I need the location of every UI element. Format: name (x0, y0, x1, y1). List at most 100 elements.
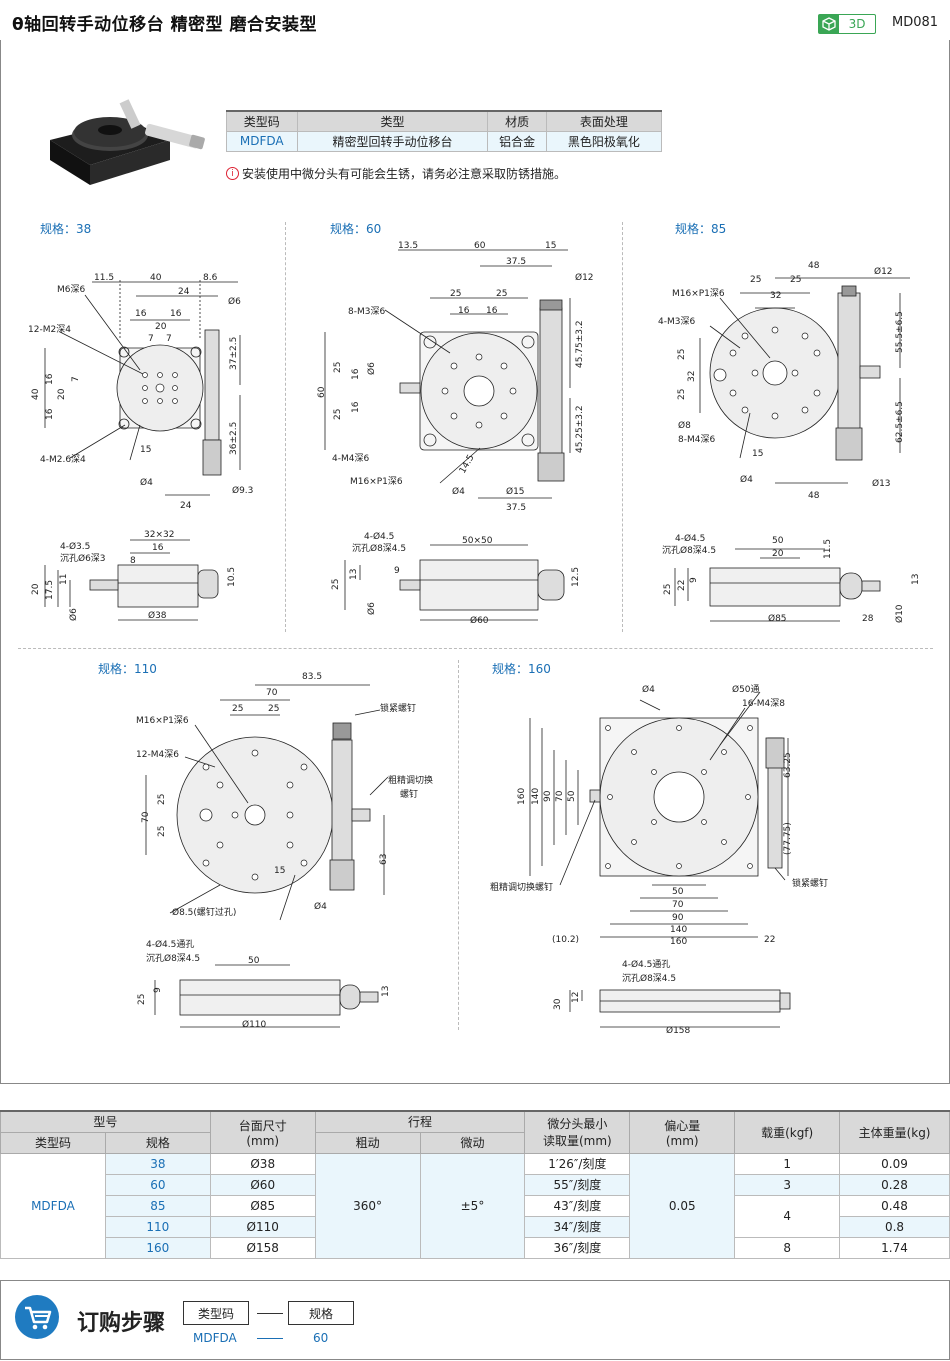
info-icon: i (226, 167, 239, 180)
cell-surface: 黑色阳极氧化 (545, 130, 663, 152)
cell-load: 3 (734, 1173, 841, 1196)
dim-85-l2: 25 (677, 389, 687, 400)
cell-weight: 0.09 (839, 1152, 950, 1175)
dim-110-adj2: 螺钉 (400, 789, 418, 800)
dim-110-adj1: 粗精调切换 (388, 774, 433, 786)
dim-60-c: 15 (545, 241, 556, 251)
dim-60-l4: 16 (351, 401, 361, 413)
dim-85-r2: 62.5±6.5 (895, 401, 905, 443)
cell-micro: 55″/刻度 (524, 1173, 631, 1196)
dim-38-m2: 12-M2深4 (28, 324, 71, 335)
table-row: MDFDA 精密型回转手动位移台 铝合金 黑色阳极氧化 (226, 130, 663, 152)
dim-38-c: 8.6 (203, 273, 218, 283)
dim-110-b: 70 (266, 688, 278, 698)
dim-85-phi4: Ø4 (740, 474, 753, 485)
order-title: 订购步骤 (77, 1311, 166, 1336)
dim-85s-h2: 沉孔Ø8深4.5 (662, 545, 716, 556)
dim-38-a15: 15 (140, 445, 151, 455)
cell-size: 110 (104, 1215, 211, 1238)
dim-60-a: 13.5 (398, 241, 418, 251)
product-photo (50, 99, 205, 185)
dim-85s-h1: 4-Ø4.5 (675, 533, 705, 544)
dim-160-l3: 70 (555, 790, 565, 802)
header-model: 型号 (0, 1110, 211, 1133)
dim-160-b1: 70 (672, 900, 684, 910)
divider (285, 222, 286, 632)
table-row: 110 Ø110 34″/刻度 0.8 (1, 1215, 950, 1238)
dim-38-l1: 16 (45, 373, 55, 385)
divider (18, 648, 933, 649)
dim-60s-v1: 13 (349, 569, 359, 580)
cell-load: 1 (734, 1152, 841, 1175)
cell-table: Ø110 (209, 1215, 316, 1238)
dim-60s-v0: 25 (331, 579, 341, 590)
dim-60-b375: 37.5 (506, 503, 526, 513)
3d-model-button[interactable]: 3D (818, 14, 876, 34)
dim-38s-d3: 8 (130, 556, 136, 566)
dim-85s-b: Ø85 (768, 613, 787, 624)
drawing-85-side: 4-Ø4.5 沉孔Ø8深4.5 50 20 25 22 9 11.5 13 Ø8… (662, 533, 921, 624)
order-connector (257, 1313, 283, 1314)
header-coarse: 粗动 (314, 1131, 421, 1154)
dim-60-d: 37.5 (506, 257, 526, 267)
cell-weight: 0.8 (839, 1215, 950, 1238)
dim-60-l3: 16 (351, 368, 361, 380)
dim-85s-r2: 13 (911, 574, 921, 585)
dim-160-phi50: Ø50通 (732, 684, 760, 695)
dim-38-b: 40 (150, 273, 162, 283)
dim-60-l1: 25 (333, 362, 343, 373)
cell-table: Ø85 (209, 1194, 316, 1217)
dim-85-m3: 4-M3深6 (658, 316, 695, 327)
dim-85s-d1: 50 (772, 536, 784, 546)
dim-60-r2: 45.25±3.2 (575, 405, 585, 453)
drawing-38-side: 4-Ø3.5 沉孔Ø6深3 32×32 16 8 20 17.5 11 10.5… (31, 530, 237, 621)
dim-60-l2: 25 (333, 409, 343, 420)
dim-160-b0: 50 (672, 887, 684, 897)
dim-38-l0: 40 (31, 388, 41, 400)
cell-weight: 0.28 (839, 1173, 950, 1196)
cell-table: Ø158 (209, 1236, 316, 1259)
dim-85s-b2: 28 (862, 614, 874, 624)
order-steps: 订购步骤 类型码 规格 MDFDA 60 (0, 1280, 950, 1360)
dim-38s-d1: 32×32 (144, 530, 174, 540)
dim-38-phi93: Ø9.3 (232, 485, 253, 496)
dim-85-d: 32 (770, 291, 781, 301)
dim-160s-v0: 30 (553, 998, 563, 1010)
dim-110-a15: 15 (274, 866, 285, 876)
header-load: 载重(kgf) (734, 1110, 841, 1154)
dim-110s-r: 13 (381, 986, 391, 997)
header-type-code: 类型码 (0, 1131, 106, 1154)
dim-160-lock: 锁紧螺钉 (792, 877, 828, 889)
dim-110-l1: 25 (157, 794, 167, 805)
size-label-160: 规格：160 (492, 662, 551, 676)
dim-85-a15: 15 (752, 449, 763, 459)
dim-160-b3: 140 (670, 925, 687, 935)
header-weight: 主体重量(kg) (839, 1110, 950, 1154)
drawing-110-top: 83.5 70 25 25 M16×P1深6 12-M4深6 锁紧螺钉 粗精调切… (136, 672, 433, 921)
order-box-type-code: 类型码 (183, 1301, 249, 1325)
dim-60-a145: 14.5 (458, 453, 477, 475)
table-row: 160 Ø158 36″/刻度 8 1.74 (1, 1236, 950, 1259)
divider (622, 222, 623, 632)
dim-85-phi8: Ø8 (678, 420, 691, 431)
dim-160-r2: (77.75) (783, 822, 793, 855)
dim-38-e: 16 (135, 309, 147, 319)
col-surface: 表面处理 (545, 110, 663, 132)
dim-60-h: 16 (486, 306, 498, 316)
dim-38-r2: 36±2.5 (229, 422, 239, 455)
product-code: MD081 (892, 15, 939, 30)
table-row: MDFDA 38 Ø38 360° ±5° 1′26″/刻度 0.05 1 0.… (0, 1152, 950, 1259)
dim-38-phi6: Ø6 (228, 296, 241, 307)
dim-38-d: 24 (178, 287, 190, 297)
dim-160s-phi158: Ø158 (666, 1025, 691, 1036)
dim-38s-phi6: Ø6 (68, 608, 79, 621)
dim-85s-v2: 9 (689, 577, 699, 583)
size-label-60: 规格：60 (330, 222, 382, 236)
dim-38s-h1: 4-Ø3.5 (60, 541, 90, 552)
header-table-size: 台面尺寸(mm) (209, 1110, 316, 1154)
dim-60-m3: 8-M3深6 (348, 306, 385, 317)
dim-38-m26: 4-M2.6深4 (40, 454, 86, 465)
dim-38s-v2: 11 (59, 574, 69, 585)
col-type: 类型 (296, 110, 489, 132)
dim-110-d: 25 (268, 704, 279, 714)
